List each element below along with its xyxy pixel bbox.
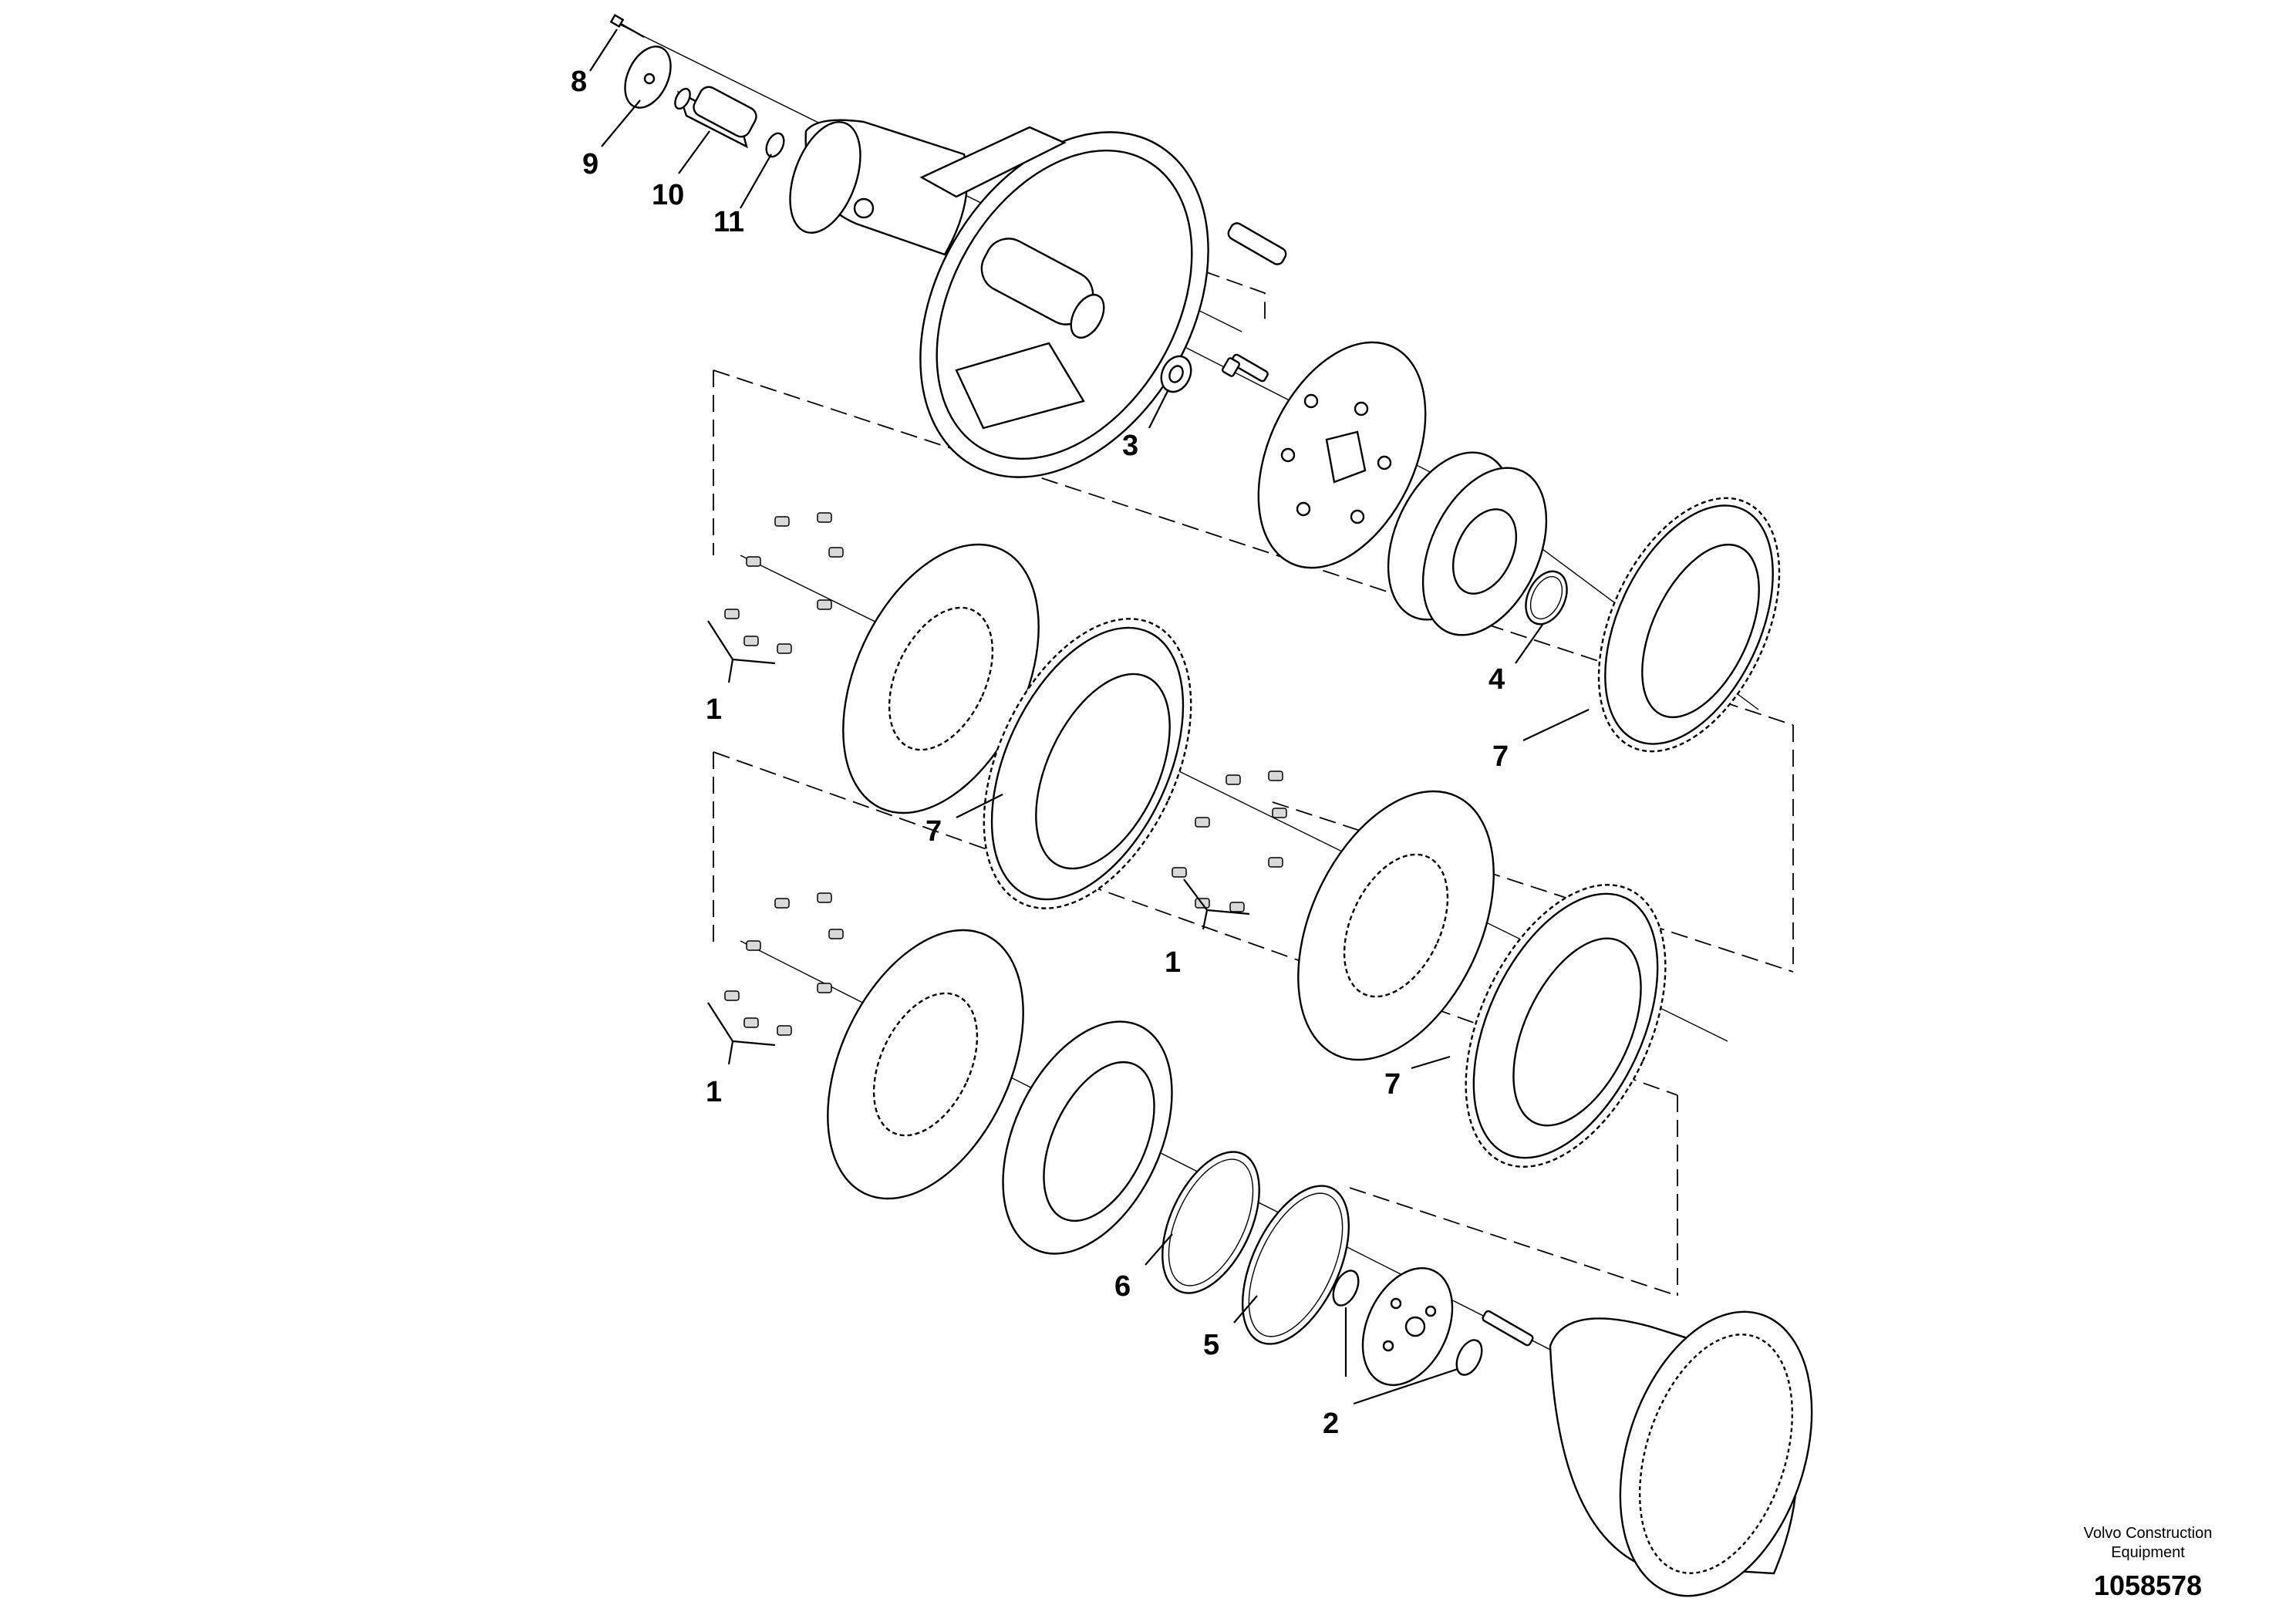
part-1-friction-disc-upper (842, 543, 1040, 814)
callout-7-middle: 7 (925, 815, 942, 848)
part-7-steel-disc-lower (1465, 884, 1667, 1168)
part-5-seal-ring (1241, 1185, 1350, 1345)
callout-10: 10 (652, 179, 684, 211)
part-7-steel-disc-middle (983, 618, 1192, 909)
callout-7-upper-right: 7 (1492, 740, 1509, 773)
company-name-line1: Volvo Construction (2084, 1525, 2213, 1542)
part-4-snap-ring (1525, 570, 1568, 626)
callout-1-middle: 1 (1165, 946, 1181, 979)
callout-4: 4 (1489, 663, 1505, 696)
part-9-cover-plate (624, 46, 672, 109)
part-3-bushing (1160, 355, 1192, 393)
part-7-steel-disc-upper (1597, 497, 1781, 753)
part-1-friction-disc-middle (1297, 790, 1495, 1061)
spring-group-middle (1172, 771, 1287, 912)
part-1-friction-disc-lower (827, 929, 1024, 1200)
hub-bolt (1482, 1310, 1534, 1347)
callout-3: 3 (1122, 430, 1138, 462)
callout-1-upper: 1 (706, 693, 722, 726)
leader-lines (589, 29, 1590, 1405)
callout-labels: 8 9 10 11 3 4 7 1 7 1 7 1 6 5 2 (571, 66, 1509, 1440)
bolt (1221, 353, 1269, 383)
small-hub (1361, 1267, 1454, 1386)
company-name-line2: Equipment (2111, 1544, 2185, 1561)
callout-9: 9 (582, 148, 598, 180)
carrier-disc (1257, 341, 1427, 569)
part-6-seal-ring (1161, 1151, 1260, 1294)
spring-group-upper (724, 512, 844, 654)
callout-2: 2 (1323, 1408, 1339, 1440)
part-8-screw (609, 14, 645, 38)
part-2-o-rings (1332, 1270, 1483, 1376)
part-11-o-ring (765, 132, 785, 158)
key (1227, 222, 1287, 265)
drawing-number: 1058578 (2094, 1570, 2202, 1601)
ring-gear-drum (1549, 1310, 1813, 1597)
callout-7-lower-right: 7 (1384, 1068, 1401, 1101)
footer-credit: Volvo Construction Equipment 1058578 (2084, 1525, 2213, 1601)
clutch-housing (789, 119, 1209, 478)
callout-11: 11 (713, 206, 744, 238)
splined-hub (1387, 451, 1548, 636)
callout-5: 5 (1203, 1329, 1219, 1361)
spring-group-lower (724, 892, 844, 1036)
piston (1002, 1020, 1173, 1255)
callout-8: 8 (571, 66, 587, 98)
callout-6: 6 (1114, 1270, 1131, 1303)
callout-1-lower: 1 (706, 1076, 722, 1108)
part-10-sensor (674, 86, 757, 149)
